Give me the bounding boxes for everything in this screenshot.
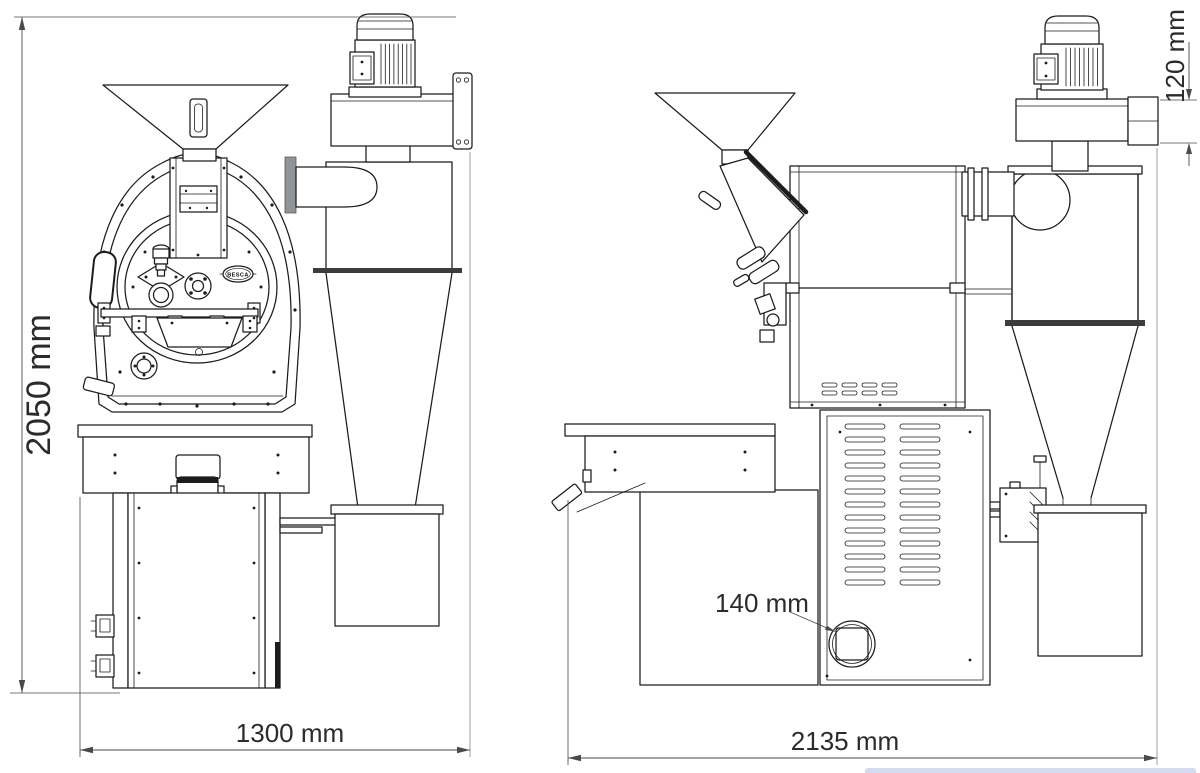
brand-logo <box>219 265 257 283</box>
roaster-body-side <box>785 165 966 409</box>
motor-fins <box>380 43 412 85</box>
front-view <box>77 13 473 689</box>
cyclone-inlet-pipe <box>295 166 378 208</box>
tray-spout <box>551 483 583 512</box>
brand-logo-text: BESCA <box>227 272 249 278</box>
cyclone-front <box>279 13 473 627</box>
feed-chute-side <box>698 149 809 263</box>
side-view <box>551 15 1159 686</box>
cyclone-cone-edge <box>1011 325 1064 499</box>
inlet-bracket <box>284 156 297 214</box>
sampling-hardware <box>733 246 787 343</box>
label-outlet-duct: 120 mm <box>1160 9 1190 103</box>
door-hinge <box>275 642 280 688</box>
blower-outlet-flange <box>452 72 473 150</box>
cyclone-support-ring-side <box>1005 320 1145 326</box>
blower-housing-side <box>1015 98 1129 142</box>
blower-down-pipe <box>1051 140 1089 172</box>
cyclone-support-ring <box>313 268 462 273</box>
cyclone-side <box>961 15 1159 657</box>
blower-motor-front <box>348 13 422 98</box>
hopper-funnel-side <box>654 92 796 165</box>
dim-overall-height <box>10 16 456 694</box>
left-support-cabinet <box>639 489 819 686</box>
hopper-funnel <box>102 84 289 162</box>
drum-shaft-flange <box>184 272 212 300</box>
bottom-accent-strip <box>865 768 1196 773</box>
hopper-sight-slot <box>189 98 208 138</box>
exhaust-duct-side <box>961 167 1015 221</box>
exhaust-port <box>828 620 876 668</box>
label-front-width: 1300 mm <box>236 718 344 748</box>
chaff-collection-box-side <box>1033 504 1147 657</box>
motor-terminal-box <box>1033 53 1059 85</box>
dim-exhaust-port-leader <box>789 611 828 629</box>
label-exhaust-port: 140 mm <box>715 588 809 618</box>
dim-side-width <box>567 148 1158 765</box>
drum-faceplate <box>82 210 278 397</box>
lower-cabinet-front <box>90 492 281 689</box>
cyclone-cone-edge <box>325 272 359 509</box>
cooling-tray-side <box>551 423 776 513</box>
cyclone-inlet-scroll <box>1009 169 1071 231</box>
label-side-width: 2135 mm <box>791 726 899 756</box>
dimension-arrows <box>18 17 1192 762</box>
motor-fins <box>1065 47 1098 87</box>
dim-front-width <box>79 152 471 757</box>
blower-neck <box>365 143 411 163</box>
cyclone-cone-edge <box>414 272 453 509</box>
blower-motor-side <box>1033 15 1108 100</box>
chaff-collection-box-front <box>279 504 444 627</box>
cyclone-cone-edge <box>1090 325 1139 499</box>
label-overall-height: 2050 mm <box>20 314 58 456</box>
drum-door-plate <box>156 317 243 356</box>
sight-glass <box>148 282 174 308</box>
dimension-labels: 2050 mm 1300 mm 2135 mm 120 mm 140 mm BE… <box>20 9 1190 756</box>
motor-terminal-box <box>349 51 375 85</box>
blower-housing-front <box>330 93 456 147</box>
door-latch <box>90 614 115 638</box>
vented-cabinet <box>819 409 991 686</box>
outlet-duct <box>1127 96 1159 146</box>
feed-chute <box>169 157 228 259</box>
front-spout <box>82 376 115 397</box>
rotary-valve-bracket <box>985 455 1047 543</box>
small-flange <box>130 352 158 380</box>
door-latch <box>90 654 115 678</box>
bean-probe <box>137 244 185 292</box>
linework <box>77 13 1159 689</box>
